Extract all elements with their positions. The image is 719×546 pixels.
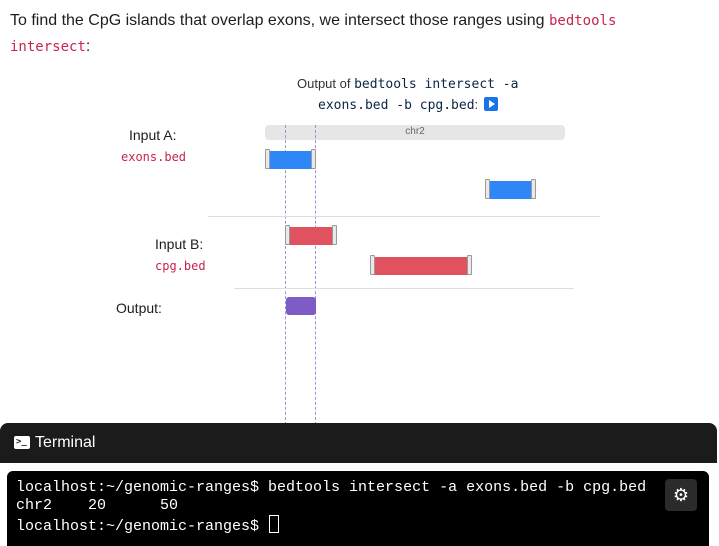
cpg-interval[interactable] bbox=[370, 255, 472, 275]
input-b-file: cpg.bed bbox=[155, 259, 206, 273]
inline-code-intersect: intersect bbox=[10, 39, 86, 55]
intro-paragraph: To find the CpG islands that overlap exo… bbox=[10, 8, 700, 60]
section-divider bbox=[208, 216, 600, 217]
terminal-body[interactable]: localhost:~/genomic-ranges$ bedtools int… bbox=[7, 471, 709, 546]
interval-end-handle[interactable] bbox=[332, 225, 337, 245]
overlap-start-guide bbox=[285, 125, 286, 425]
section-divider bbox=[234, 288, 574, 289]
interval-end-handle[interactable] bbox=[467, 255, 472, 275]
caption-command-1: bedtools intersect -a bbox=[354, 77, 519, 92]
inline-code-bedtools: bedtools bbox=[548, 13, 617, 29]
interval-end-handle[interactable] bbox=[531, 179, 536, 199]
interval-start-handle[interactable] bbox=[485, 179, 490, 199]
overlap-end-guide bbox=[315, 125, 316, 425]
caption-suffix: : bbox=[474, 97, 479, 112]
exon-interval[interactable] bbox=[265, 149, 316, 169]
caption-command-2: exons.bed -b cpg.bed bbox=[318, 98, 475, 113]
output-interval bbox=[286, 297, 316, 315]
interval-end-handle[interactable] bbox=[311, 149, 316, 169]
terminal-output-line: chr2 20 50 bbox=[16, 497, 179, 514]
diagram-caption-line2: exons.bed -b cpg.bed: bbox=[318, 97, 498, 113]
terminal-prompt: localhost:~/genomic-ranges$ bbox=[16, 518, 269, 535]
intro-colon: : bbox=[85, 38, 91, 55]
interval-start-handle[interactable] bbox=[370, 255, 375, 275]
terminal-prompt-line[interactable]: localhost:~/genomic-ranges$ bbox=[16, 515, 280, 535]
interval-start-handle[interactable] bbox=[265, 149, 270, 169]
cpg-interval[interactable] bbox=[285, 225, 337, 245]
output-label: Output: bbox=[116, 300, 162, 316]
intro-text: To find the CpG islands that overlap exo… bbox=[10, 12, 549, 29]
chromosome-track: chr2 bbox=[265, 125, 565, 140]
input-a-label: Input A: bbox=[129, 127, 177, 143]
input-a-file: exons.bed bbox=[121, 150, 187, 164]
terminal-header: >_ Terminal bbox=[0, 423, 717, 463]
input-b-label: Input B: bbox=[155, 236, 204, 252]
caption-prefix: Output of bbox=[297, 76, 355, 91]
play-icon[interactable] bbox=[483, 97, 498, 111]
gear-icon[interactable]: ⚙ bbox=[665, 479, 697, 511]
terminal-icon: >_ bbox=[14, 436, 30, 449]
diagram-caption-line1: Output of bedtools intersect -a bbox=[297, 76, 518, 92]
exon-interval[interactable] bbox=[485, 179, 536, 199]
chromosome-label: chr2 bbox=[405, 126, 425, 137]
terminal-command-line: localhost:~/genomic-ranges$ bedtools int… bbox=[16, 479, 647, 496]
terminal-title: Terminal bbox=[35, 434, 96, 451]
interval-start-handle[interactable] bbox=[285, 225, 290, 245]
terminal-cursor bbox=[269, 515, 280, 533]
